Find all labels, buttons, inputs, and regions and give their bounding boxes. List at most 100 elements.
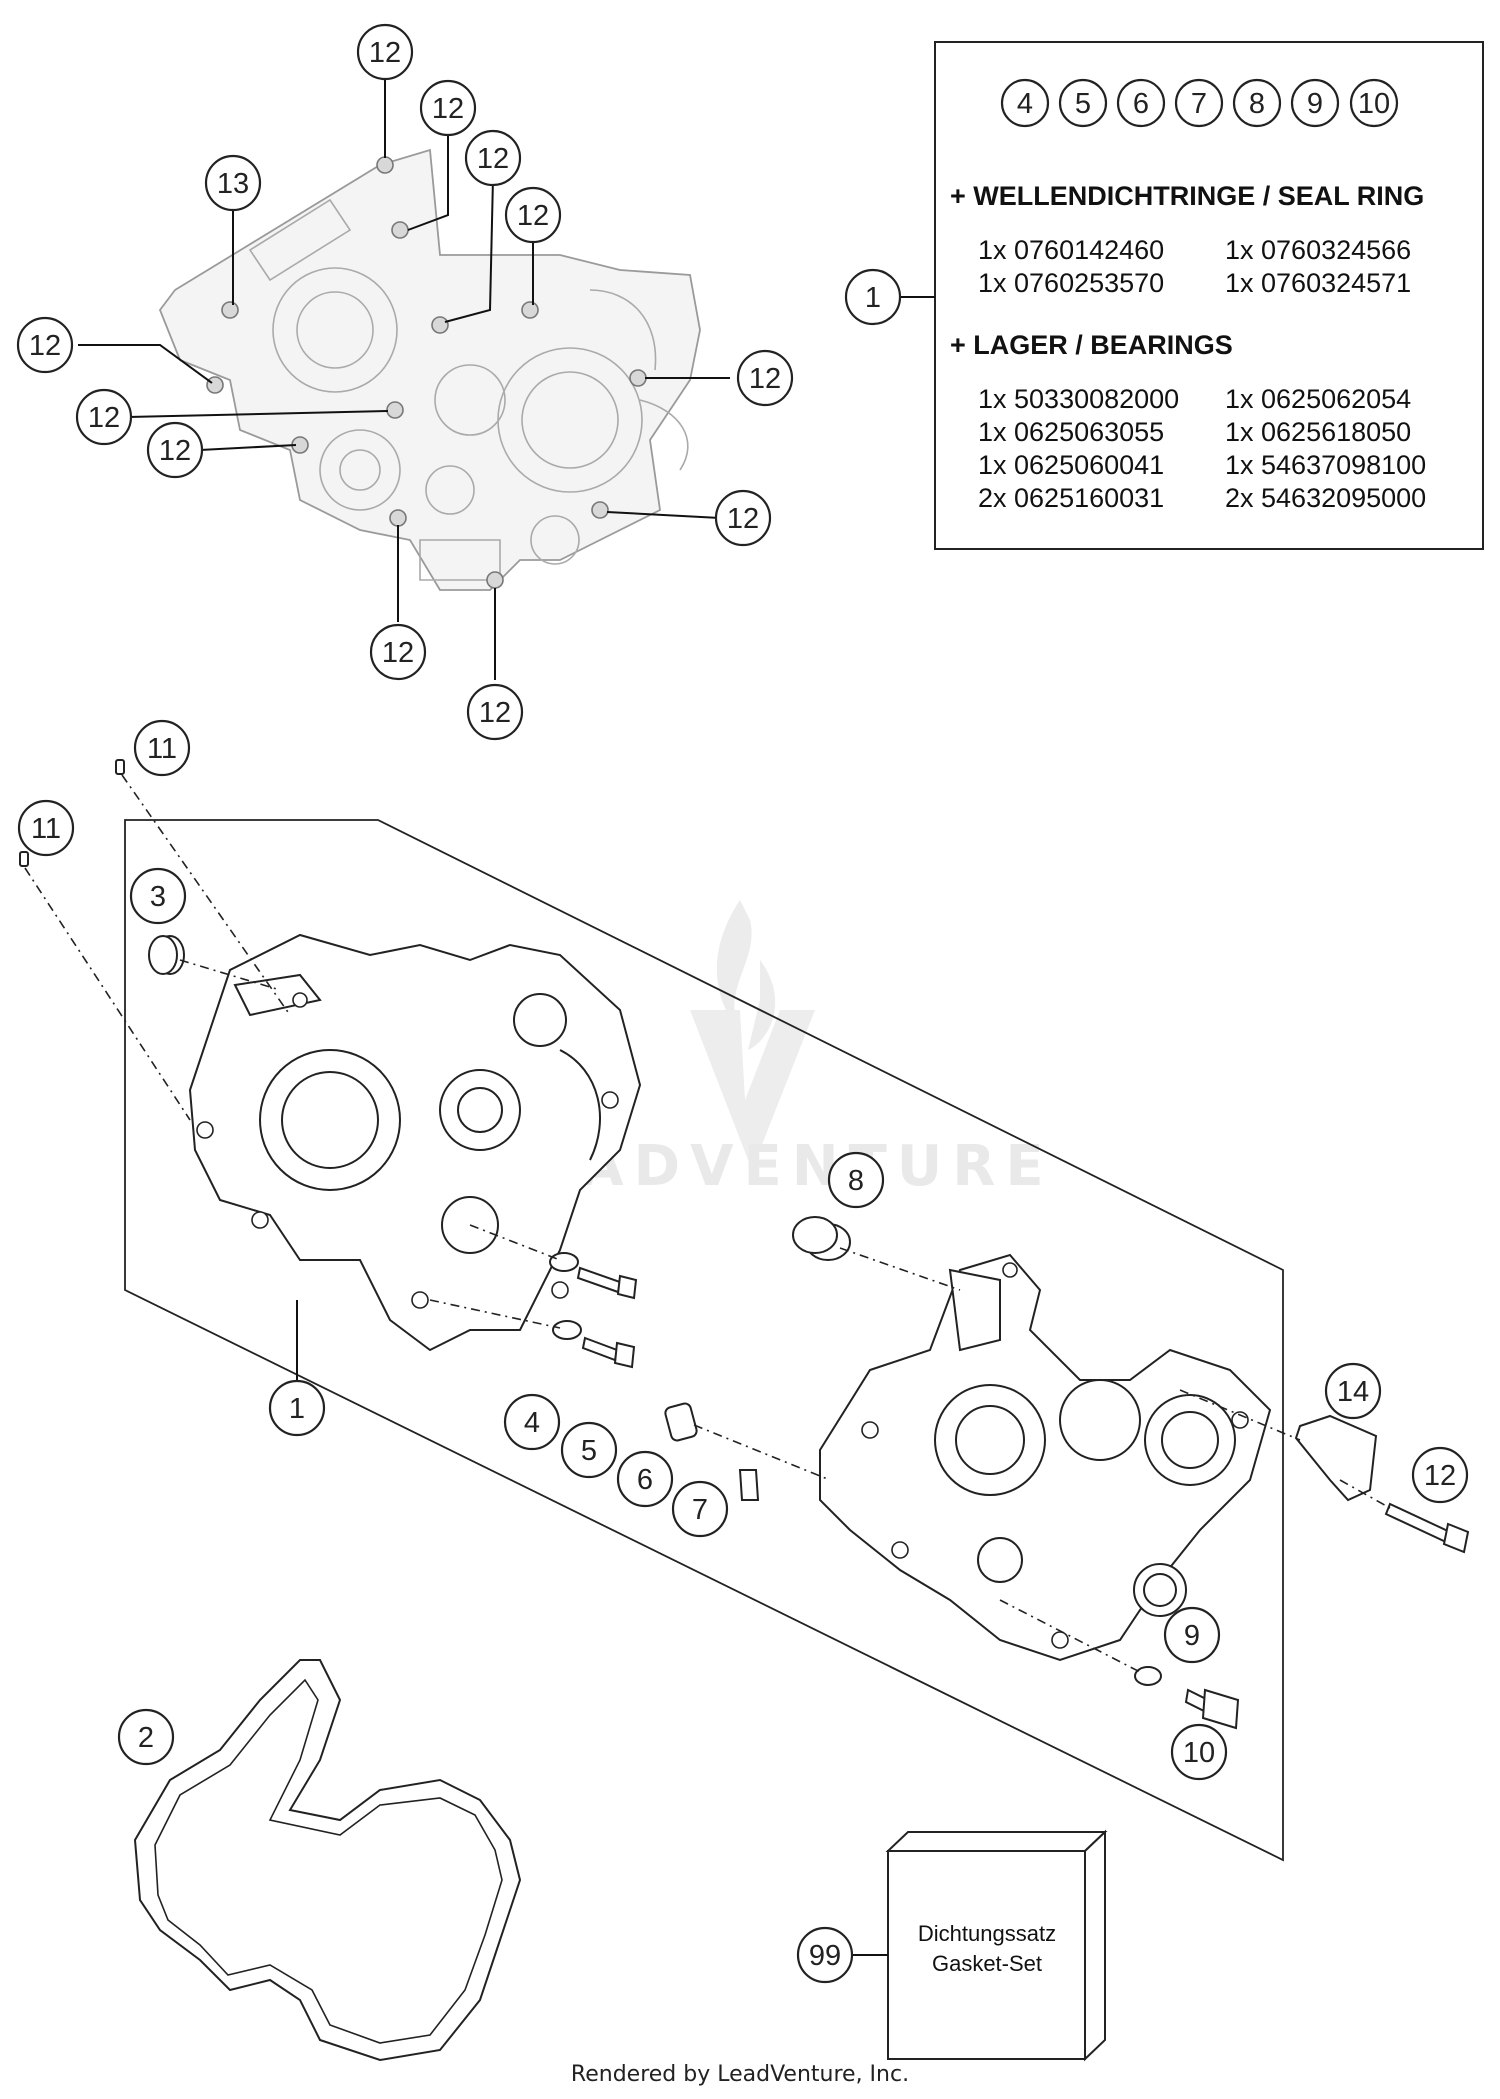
bearing-row-2-left: 1x 0625063055: [978, 417, 1164, 447]
svg-text:14: 14: [1337, 1376, 1369, 1408]
drain-plug-10: [1184, 1688, 1240, 1730]
svg-text:12: 12: [727, 503, 759, 535]
bearing-row-3-left: 1x 0625060041: [978, 450, 1164, 480]
svg-text:2: 2: [138, 1722, 154, 1754]
svg-text:10: 10: [1183, 1737, 1215, 1769]
bolt-lower: [581, 1336, 636, 1369]
callout-top-12d: 12: [504, 186, 562, 244]
svg-text:4: 4: [1017, 88, 1033, 120]
seal-row-2-right: 1x 0760324571: [1225, 268, 1411, 298]
callout-exp-2: 2: [117, 1708, 175, 1766]
assembly-outline: [124, 819, 1284, 1862]
gasket-set-label-en: Gasket-Set: [932, 1951, 1042, 1976]
assembled-engine-view: [158, 148, 701, 591]
callout-top-12k: 12: [466, 683, 524, 741]
bolt-upper: [576, 1266, 638, 1300]
callout-top-13: 13: [204, 154, 262, 212]
callout-exp-14: 14: [1324, 1362, 1382, 1420]
seal-ring-8: [792, 1216, 851, 1261]
chain-guide-14: [1294, 1414, 1378, 1502]
bearing-row-1-right: 1x 0625062054: [1225, 384, 1411, 414]
right-crankcase-half: [819, 1253, 1272, 1662]
bearing-sleeve-6: [664, 1402, 698, 1442]
seal-row-2-left: 1x 0760253570: [978, 268, 1164, 298]
kit-ref-6: 6: [1116, 78, 1166, 128]
callout-exp-9: 9: [1163, 1606, 1221, 1664]
callout-exp-8: 8: [827, 1151, 885, 1209]
svg-text:9: 9: [1184, 1620, 1200, 1652]
watermark-v-icon: [690, 1010, 815, 1170]
svg-text:1: 1: [289, 1393, 305, 1425]
svg-text:12: 12: [88, 402, 120, 434]
kit-ref-5: 5: [1058, 78, 1108, 128]
callout-exp-12: 12: [1411, 1446, 1469, 1504]
svg-text:9: 9: [1307, 88, 1323, 120]
callout-exp-6: 6: [616, 1450, 674, 1508]
svg-text:12: 12: [477, 143, 509, 175]
svg-text:7: 7: [1191, 88, 1207, 120]
callout-top-12i: 12: [714, 489, 772, 547]
callout-exp-1: 1: [268, 1379, 326, 1437]
dowel-pin-11b: [19, 851, 29, 867]
svg-text:12: 12: [749, 363, 781, 395]
svg-text:12: 12: [479, 697, 511, 729]
svg-text:12: 12: [1424, 1460, 1456, 1492]
callout-top-12a: 12: [356, 23, 414, 81]
seal-row-1-left: 1x 0760142460: [978, 235, 1164, 265]
svg-text:4: 4: [524, 1407, 540, 1439]
callout-exp-11b: 11: [17, 799, 75, 857]
seal-ring-header: + WELLENDICHTRINGE / SEAL RING: [950, 181, 1424, 211]
bearing-row-1-left: 1x 50330082000: [978, 384, 1179, 414]
bearing-row-2-right: 1x 0625618050: [1225, 417, 1411, 447]
kit-contents-box: 4 5 6 7 8 9 10 + WELLENDICHTRINGE / SEAL…: [934, 41, 1484, 550]
kit-ref-8: 8: [1232, 78, 1282, 128]
kit-ref-9: 9: [1290, 78, 1340, 128]
svg-text:5: 5: [581, 1435, 597, 1467]
bearing-row-4-left: 2x 0625160031: [978, 483, 1164, 513]
gasket-2: [133, 1659, 522, 2062]
washer-upper: [549, 1252, 579, 1272]
gasket-set-label-de: Dichtungssatz: [918, 1921, 1056, 1946]
svg-text:1: 1: [865, 282, 881, 314]
pin-7: [738, 1469, 760, 1501]
kit-ref-10: 10: [1349, 78, 1399, 128]
callout-exp-11a: 11: [133, 719, 191, 777]
dowel-pin-11a: [115, 759, 125, 775]
callout-top-12h: 12: [146, 421, 204, 479]
bearings-header: + LAGER / BEARINGS: [950, 330, 1233, 360]
callout-exp-4: 4: [503, 1393, 561, 1451]
washer-9: [1134, 1666, 1162, 1686]
callout-top-12j: 12: [369, 623, 427, 681]
callout-top-12e: 12: [16, 316, 74, 374]
callout-exp-3: 3: [129, 867, 187, 925]
svg-text:12: 12: [29, 330, 61, 362]
callout-kit-1: 1: [844, 268, 902, 326]
bearing-row-4-right: 2x 54632095000: [1225, 483, 1426, 513]
svg-text:99: 99: [809, 1940, 841, 1972]
svg-text:12: 12: [517, 200, 549, 232]
svg-text:11: 11: [147, 733, 177, 765]
svg-text:13: 13: [217, 168, 249, 200]
bearing-row-3-right: 1x 54637098100: [1225, 450, 1426, 480]
seal-row-1-right: 1x 0760324566: [1225, 235, 1411, 265]
seal-ring-3: [148, 935, 185, 975]
bolt-12: [1384, 1502, 1470, 1554]
callout-exp-10: 10: [1170, 1723, 1228, 1781]
svg-text:8: 8: [848, 1165, 864, 1197]
callout-top-12f: 12: [736, 349, 794, 407]
svg-text:3: 3: [150, 881, 166, 913]
svg-text:6: 6: [1133, 88, 1149, 120]
svg-text:11: 11: [31, 813, 61, 845]
svg-text:12: 12: [369, 37, 401, 69]
callout-top-12g: 12: [75, 388, 133, 446]
gasket-set-box: Dichtungssatz Gasket-Set: [885, 1829, 1108, 2062]
callout-exp-5: 5: [560, 1421, 618, 1479]
svg-text:12: 12: [382, 637, 414, 669]
svg-text:12: 12: [432, 93, 464, 125]
callout-top-12b: 12: [419, 79, 477, 137]
callout-top-12c: 12: [464, 129, 522, 187]
svg-text:10: 10: [1358, 88, 1390, 120]
footer-credit: Rendered by LeadVenture, Inc.: [571, 2062, 909, 2087]
kit-ref-4: 4: [1000, 78, 1050, 128]
